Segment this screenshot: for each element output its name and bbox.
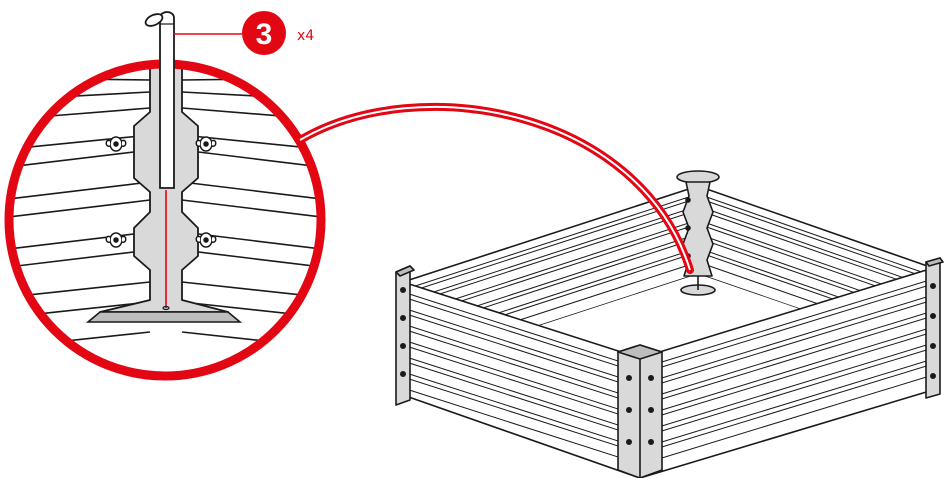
corner-post-front xyxy=(617,344,663,478)
corner-post-right xyxy=(925,257,944,399)
raised-bed-icon xyxy=(395,170,944,478)
pin-icon xyxy=(144,11,175,189)
front-left-slats xyxy=(402,291,641,465)
step-quantity: x4 xyxy=(297,28,314,44)
detail-base-plate xyxy=(85,311,243,323)
wing-bolt-icon xyxy=(105,136,217,248)
front-right-slats xyxy=(651,278,934,462)
step-badge: 3 xyxy=(242,11,286,55)
step-number: 3 xyxy=(256,18,273,51)
corner-post-back xyxy=(676,170,720,296)
corner-post-left xyxy=(395,265,415,406)
